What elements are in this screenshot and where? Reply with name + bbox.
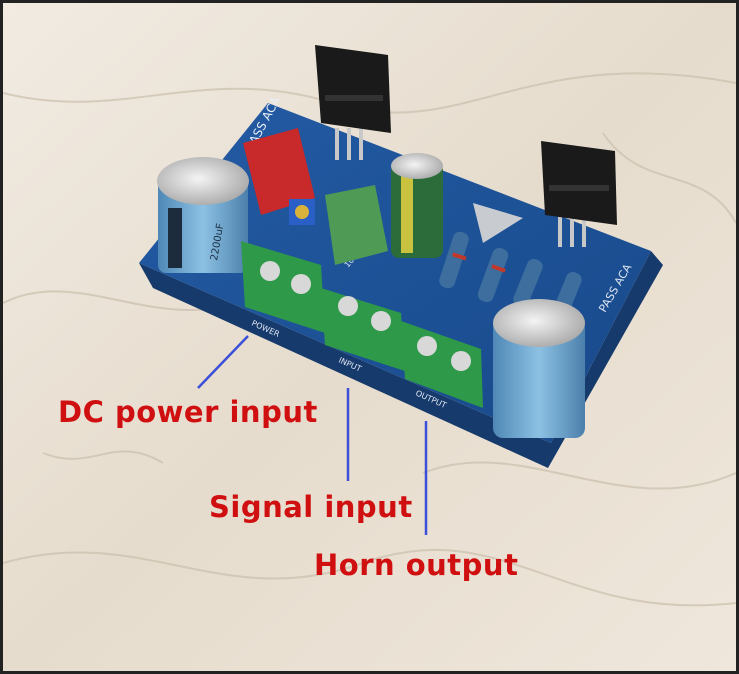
amplifier-board-photo: PASS ACA PASS ACA POWER INPUT OUTPUT 100…	[3, 3, 736, 671]
red-film-capacitor	[243, 128, 315, 215]
green-film-capacitor	[325, 185, 388, 265]
callout-lines	[197, 335, 428, 535]
power-transistor-2	[541, 141, 617, 247]
signal-input-label: Signal input	[209, 490, 413, 524]
output-terminal-block	[401, 321, 483, 408]
left-electrolytic-capacitor: 2200uF	[157, 157, 249, 273]
horn-output-label: Horn output	[314, 548, 519, 582]
input-terminal-block	[321, 288, 405, 371]
power-terminal-block	[241, 241, 325, 333]
dc-power-input-label: DC power input	[58, 395, 318, 429]
center-electrolytic-capacitor	[391, 153, 443, 258]
power-transistor-1	[315, 45, 391, 160]
dc-power-pointer-line	[197, 335, 249, 389]
right-electrolytic-capacitor	[493, 299, 585, 438]
